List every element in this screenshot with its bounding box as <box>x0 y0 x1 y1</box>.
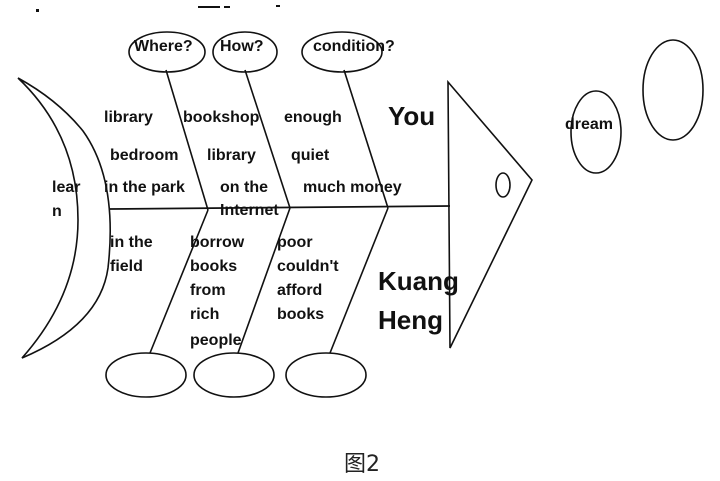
bones <box>149 69 389 354</box>
bubble-large <box>642 39 704 141</box>
lower-where-2: field <box>110 258 143 275</box>
bone-lower-where <box>149 209 209 354</box>
upper-where-3: in the park <box>104 179 185 196</box>
upper-how-2: library <box>207 147 256 164</box>
lower-where-1: in the <box>110 234 153 251</box>
upper-condition-3: much money <box>303 179 402 196</box>
bottom-ellipse-condition <box>285 352 367 398</box>
where-header: Where? <box>134 38 193 55</box>
bone-lower-how <box>237 207 291 354</box>
bone-upper-how <box>244 69 291 209</box>
goal-you: You <box>388 101 435 131</box>
figure-caption: 图2 <box>344 452 380 477</box>
lower-how-3: from <box>190 282 226 299</box>
lower-condition-1: poor <box>277 234 313 251</box>
bottom-ellipse-how <box>193 352 275 398</box>
upper-where-1: library <box>104 109 153 126</box>
upper-where-2: bedroom <box>110 147 178 164</box>
fish-eye <box>495 172 511 198</box>
subject-line-2: Heng <box>378 305 443 335</box>
condition-ellipse <box>301 31 383 73</box>
top-artifacts <box>36 5 280 12</box>
fish-head <box>447 79 533 349</box>
how-header: How? <box>220 38 264 55</box>
spine-line <box>109 205 451 210</box>
bubble-small <box>570 90 622 174</box>
how-ellipse <box>212 31 278 73</box>
upper-how-1: bookshop <box>183 109 260 126</box>
lower-how-4: rich <box>190 306 219 323</box>
tail-word-2: n <box>52 203 62 220</box>
lower-how-2: books <box>190 258 237 275</box>
upper-how-4: Internet <box>220 202 279 219</box>
lower-condition-3: afford <box>277 282 322 299</box>
lower-condition-2: couldn't <box>277 258 339 275</box>
tail-word-1: lear <box>52 179 80 196</box>
lower-condition-4: books <box>277 306 324 323</box>
bone-lower-condition <box>329 207 389 354</box>
where-ellipse <box>128 31 206 73</box>
goal-dream: dream <box>565 116 613 133</box>
bone-upper-condition <box>343 69 389 209</box>
condition-header: condition? <box>313 38 395 55</box>
subject-line-1: Kuang <box>378 266 459 296</box>
upper-how-3: on the <box>220 179 268 196</box>
bone-upper-where <box>165 69 209 211</box>
lower-how-5: people <box>190 332 242 349</box>
upper-condition-2: quiet <box>291 147 330 164</box>
bottom-ellipse-where <box>105 352 187 398</box>
lower-how-1: borrow <box>190 234 245 251</box>
upper-condition-1: enough <box>284 109 342 126</box>
tail-crescent <box>17 77 112 359</box>
